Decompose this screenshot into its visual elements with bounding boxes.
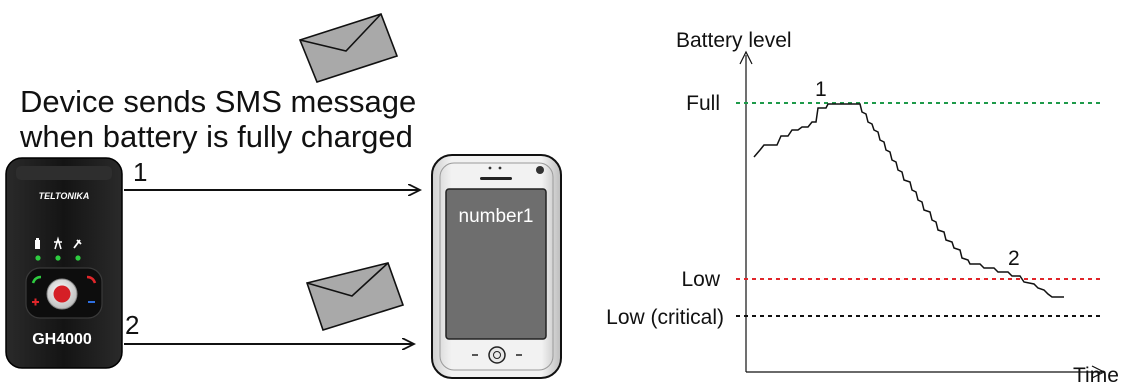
plus-icon [32,298,39,306]
battery-icon [35,238,40,249]
full-level-label: Full [686,92,720,115]
battery-level-curve [753,103,1064,298]
phone-call-icon [31,275,42,284]
arrow-label-1: 1 [133,157,147,187]
critical-level-label: Low (critical) [606,306,724,329]
marker-1-label: 1 [815,78,827,101]
gsm-icon [54,236,62,250]
marker-2-label: 2 [1008,247,1020,270]
power-button [53,285,71,303]
device-model: GH4000 [32,331,92,348]
device-brand: TELTONIKA [39,191,90,201]
low-level-label: Low [681,268,720,291]
battery-graph: Battery level Time Full Low Low (critica… [606,29,1119,384]
phone-screen-text: number1 [459,206,534,227]
phone-hangup-icon [86,275,97,284]
y-axis-label: Battery level [676,29,792,52]
gh4000-device: TELTONIKA [5,157,123,369]
phone-screen [445,188,547,340]
home-button [488,346,506,364]
arrow-label-2: 2 [125,310,139,340]
envelope-icon [298,13,399,83]
gps-icon [73,239,82,249]
caption-line-1: Device sends SMS message [20,84,417,119]
caption-line-2: when battery is fully charged [20,119,413,154]
smartphone: number1 [431,154,562,379]
x-axis-label: Time [1073,364,1119,384]
envelope-icon [305,262,405,331]
